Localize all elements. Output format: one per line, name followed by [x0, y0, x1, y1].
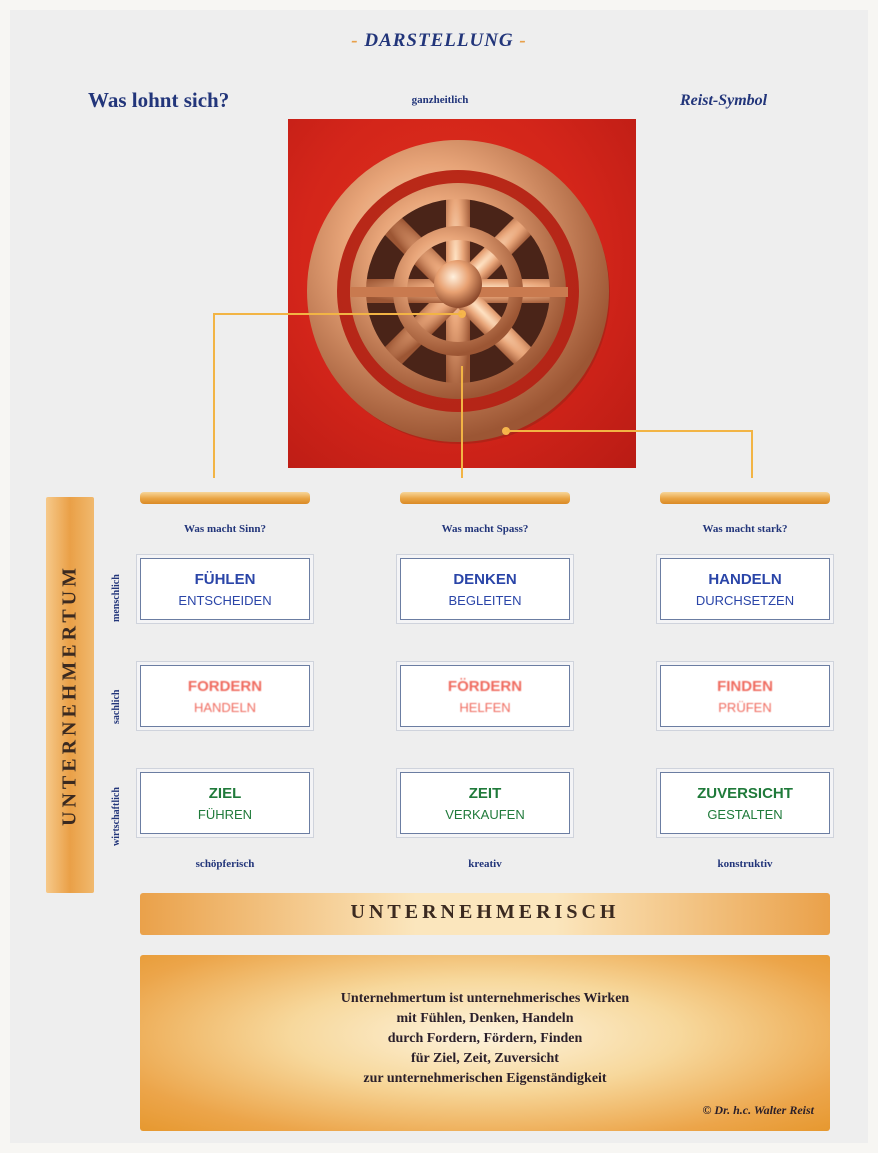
- cell-line-1: ZEIT: [468, 785, 502, 802]
- cell-fuehlen: FÜHLEN ENTSCHEIDEN: [140, 558, 310, 620]
- cell-line-2: ENTSCHEIDEN: [178, 593, 272, 608]
- column-bar-1: [140, 492, 310, 504]
- cell-zeit: ZEIT VERKAUFEN: [400, 772, 570, 834]
- cell-foerdern: FÖRDERN HELFEN: [400, 665, 570, 727]
- row-label-1: menschlich: [111, 574, 122, 622]
- left-question: Was lohnt sich?: [88, 88, 230, 112]
- connector-left: [213, 313, 462, 478]
- side-bar-label: UNTERNEHMERTUM: [58, 564, 81, 826]
- quote-line-4: für Ziel, Zeit, Zuversicht: [411, 1051, 559, 1066]
- column-question-1: Was macht Sinn?: [184, 523, 266, 535]
- page-title: - DARSTELLUNG -: [0, 30, 878, 52]
- row-label-2: sachlich: [111, 689, 122, 724]
- column-bottom-1: schöpferisch: [195, 858, 255, 870]
- column-bottom-3: konstruktiv: [717, 858, 773, 870]
- right-caption: Reist-Symbol: [680, 92, 768, 109]
- title-dash-left: -: [351, 30, 359, 51]
- cell-line-1: FINDEN: [717, 678, 773, 695]
- row-label-3: wirtschaftlich: [111, 787, 122, 846]
- quote-line-5: zur unternehmerischen Eigenständigkeit: [363, 1071, 607, 1086]
- cell-line-2: HANDELN: [193, 700, 257, 715]
- quote-box: Unternehmertum ist unternehmerisches Wir…: [140, 955, 830, 1131]
- cell-line-1: FORDERN: [187, 678, 263, 695]
- cell-line-1: DENKEN: [453, 571, 517, 588]
- column-bar-3: [660, 492, 830, 504]
- unternehmerisch-label: UNTERNEHMERISCH: [350, 901, 620, 923]
- cell-line-2: VERKAUFEN: [445, 807, 525, 822]
- cell-zuversicht: ZUVERSICHT GESTALTEN: [660, 772, 830, 834]
- column-bar-2: [400, 492, 570, 504]
- cell-denken: DENKEN BEGLEITEN: [400, 558, 570, 620]
- column-question-2: Was macht Spass?: [441, 523, 529, 535]
- unternehmerisch-bar: UNTERNEHMERISCH: [140, 893, 830, 935]
- quote-line-3: durch Fordern, Fördern, Finden: [387, 1031, 583, 1046]
- title-dash-right: -: [519, 30, 527, 51]
- cell-finden: FINDEN PRÜFEN: [660, 665, 830, 727]
- cell-line-2: HELFEN: [459, 700, 511, 715]
- cell-line-2: GESTALTEN: [707, 807, 783, 822]
- center-caption: ganzheitlich: [411, 94, 469, 106]
- quote-line-1: Unternehmertum ist unternehmerisches Wir…: [340, 991, 630, 1006]
- cell-line-2: DURCHSETZEN: [695, 593, 795, 608]
- cell-line-2: PRÜFEN: [718, 700, 772, 715]
- title-text: DARSTELLUNG: [364, 30, 514, 51]
- cell-line-1: FÖRDERN: [447, 678, 523, 695]
- cell-line-2: BEGLEITEN: [448, 593, 522, 608]
- reist-wheel-icon: [307, 140, 610, 444]
- side-bar-unternehmertum: UNTERNEHMERTUM: [46, 497, 94, 893]
- quote-credit: © Dr. h.c. Walter Reist: [702, 1103, 814, 1117]
- cell-line-2: FÜHREN: [197, 807, 253, 822]
- quote-line-2: mit Fühlen, Denken, Handeln: [396, 1011, 574, 1026]
- cell-ziel: ZIEL FÜHREN: [140, 772, 310, 834]
- cell-line-1: HANDELN: [708, 571, 782, 588]
- cell-handeln: HANDELN DURCHSETZEN: [660, 558, 830, 620]
- cell-line-1: ZUVERSICHT: [697, 785, 793, 802]
- column-question-3: Was macht stark?: [702, 523, 788, 535]
- column-bottom-2: kreativ: [468, 858, 502, 870]
- cell-line-1: FÜHLEN: [194, 571, 256, 588]
- connector-right: [506, 430, 753, 478]
- cell-fordern: FORDERN HANDELN: [140, 665, 310, 727]
- cell-line-1: ZIEL: [208, 785, 242, 802]
